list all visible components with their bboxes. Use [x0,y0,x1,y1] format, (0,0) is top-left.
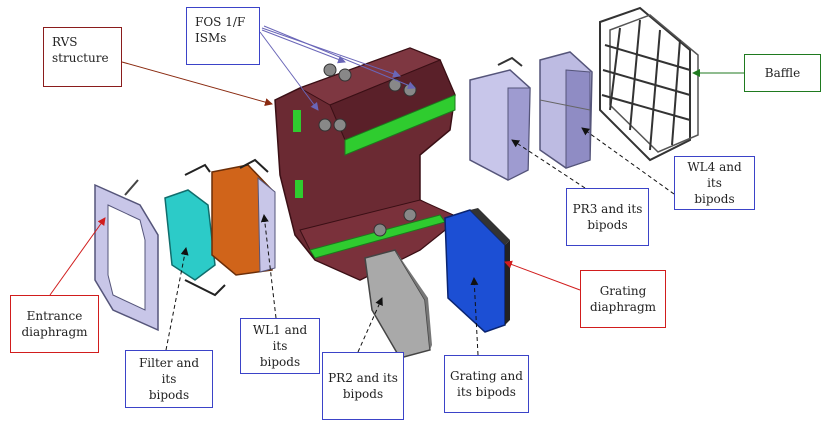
filter-part [164,163,226,297]
rvs-structure-label: RVS structure [43,27,122,87]
wl1-label: WL1 and its bipods [240,318,320,374]
baffle-label: Baffle [744,54,821,92]
entrance-diaphragm-label: Entrance diaphragm [10,295,99,353]
grating-part [444,208,510,333]
entrance-diaphragm-part [94,179,159,332]
connector-arrows [49,25,744,356]
grating-label: Grating and its bipods [444,355,529,413]
filter-label: Filter and its bipods [125,350,213,408]
pr3-label: PR3 and its bipods [566,188,649,246]
pr2-label: PR2 and its bipods [322,352,404,420]
baffle-part [599,6,699,162]
wl1-lens-part [211,158,276,276]
pr3-prism-part [469,56,531,181]
wl4-label: WL4 and its bipods [674,156,755,210]
grating-diaphragm-label: Grating diaphragm [580,270,666,328]
rvs-structure-part [274,47,462,281]
fos-isms-label: FOS 1/F ISMs [186,7,260,65]
pr2-prism-part [364,249,432,359]
wl4-lens-part [539,51,593,169]
